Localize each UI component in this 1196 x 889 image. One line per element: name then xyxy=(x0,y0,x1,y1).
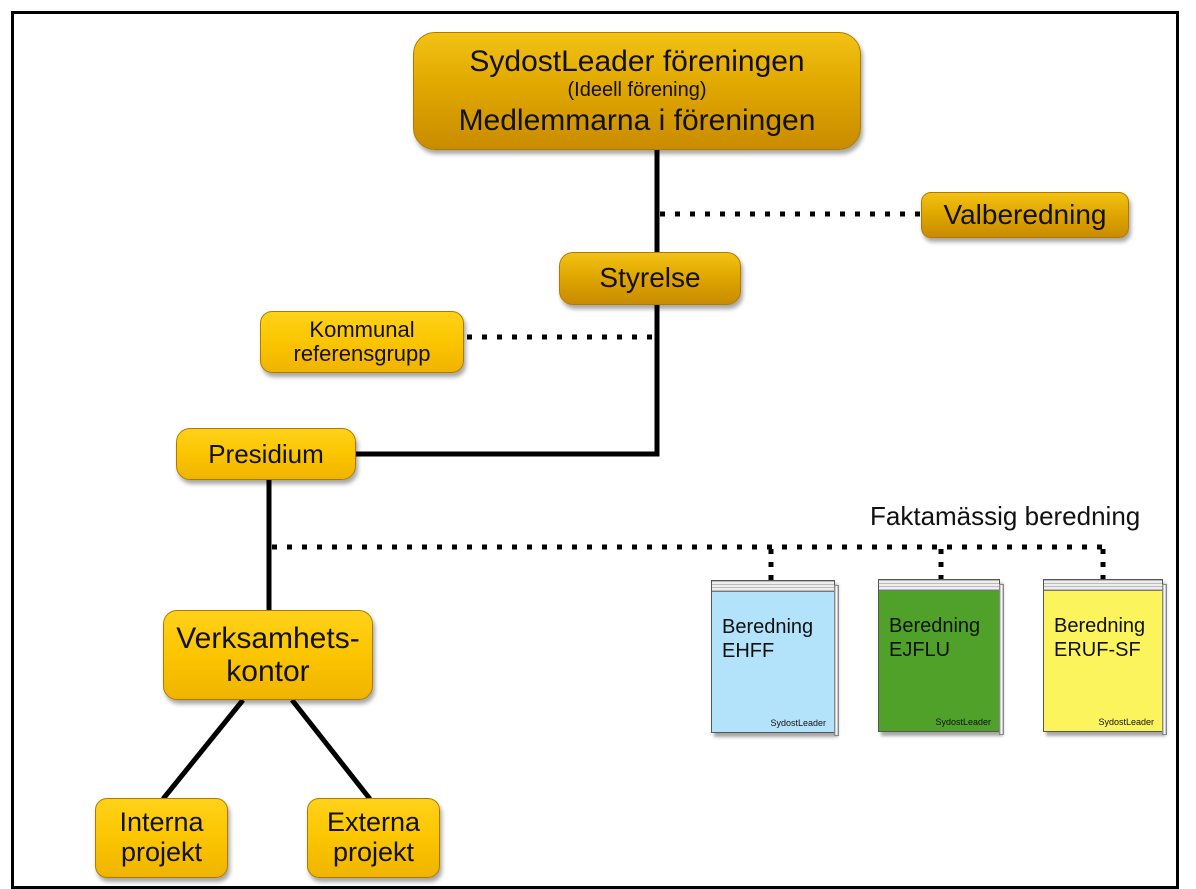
book-pages xyxy=(834,585,839,736)
node-valberedning-label: Valberedning xyxy=(943,198,1107,230)
node-styrelse: Styrelse xyxy=(559,252,741,305)
book-title-line2: EJFLU xyxy=(889,639,951,661)
book-brand: SydostLeader xyxy=(935,717,991,727)
line-styrelse-to-presidium xyxy=(356,305,660,457)
book-title-line1: Beredning xyxy=(722,616,814,638)
book-title: Beredning EJFLU xyxy=(889,614,980,662)
node-valberedning: Valberedning xyxy=(921,192,1129,238)
node-externa-line2: projekt xyxy=(332,837,415,867)
line-verksamhet-to-externa xyxy=(290,698,372,801)
node-kommunal-line2: referensgrupp xyxy=(293,341,431,366)
book-title-line2: ERUF-SF xyxy=(1054,639,1141,661)
node-interna-projekt: Interna projekt xyxy=(95,798,228,878)
faktamassig-beredning-heading: Faktamässig beredning xyxy=(870,501,1141,531)
book-pages xyxy=(1162,584,1167,735)
book-beredning-eruf-sf: Beredning ERUF-SF SydostLeader xyxy=(1043,579,1167,735)
node-presidium: Presidium xyxy=(176,428,356,480)
node-kommunal-line1: Kommunal xyxy=(309,316,415,342)
book-beredning-ehff: Beredning EHFF SydostLeader xyxy=(711,580,839,736)
node-presidium-label: Presidium xyxy=(208,438,324,469)
book-brand: SydostLeader xyxy=(770,718,826,728)
book-title: Beredning EHFF xyxy=(722,615,813,663)
book-spine xyxy=(879,580,999,591)
node-sydostleader-foreningen: SydostLeader föreningen (Ideell förening… xyxy=(413,32,861,150)
node-top-line1: SydostLeader föreningen xyxy=(469,45,805,78)
node-kommunal-referensgrupp: Kommunal referensgrupp xyxy=(260,311,464,373)
line-verksamhet-to-interna xyxy=(161,698,245,801)
book-spine xyxy=(712,581,834,592)
book-title-line1: Beredning xyxy=(1054,615,1146,637)
book-title-line1: Beredning xyxy=(889,615,981,637)
book-brand: SydostLeader xyxy=(1098,717,1154,727)
node-verksamhetskontor: Verksamhets- kontor xyxy=(163,610,373,700)
node-verksamhet-line2: kontor xyxy=(226,655,310,688)
node-top-line3: Medlemmarna i föreningen xyxy=(458,104,816,137)
book-title-line2: EHFF xyxy=(722,640,775,662)
node-interna-line1: Interna xyxy=(119,807,204,838)
node-top-line2: (Ideell förening) xyxy=(567,79,707,101)
book-beredning-ejflu: Beredning EJFLU SydostLeader xyxy=(878,579,1004,735)
node-interna-line2: projekt xyxy=(120,837,203,867)
book-pages xyxy=(999,584,1004,735)
node-externa-line1: Externa xyxy=(326,807,421,838)
node-externa-projekt: Externa projekt xyxy=(307,798,440,878)
book-title: Beredning ERUF-SF xyxy=(1054,614,1145,662)
node-verksamhet-line1: Verksamhets- xyxy=(176,622,360,655)
book-spine xyxy=(1044,580,1162,591)
node-styrelse-label: Styrelse xyxy=(599,262,701,294)
